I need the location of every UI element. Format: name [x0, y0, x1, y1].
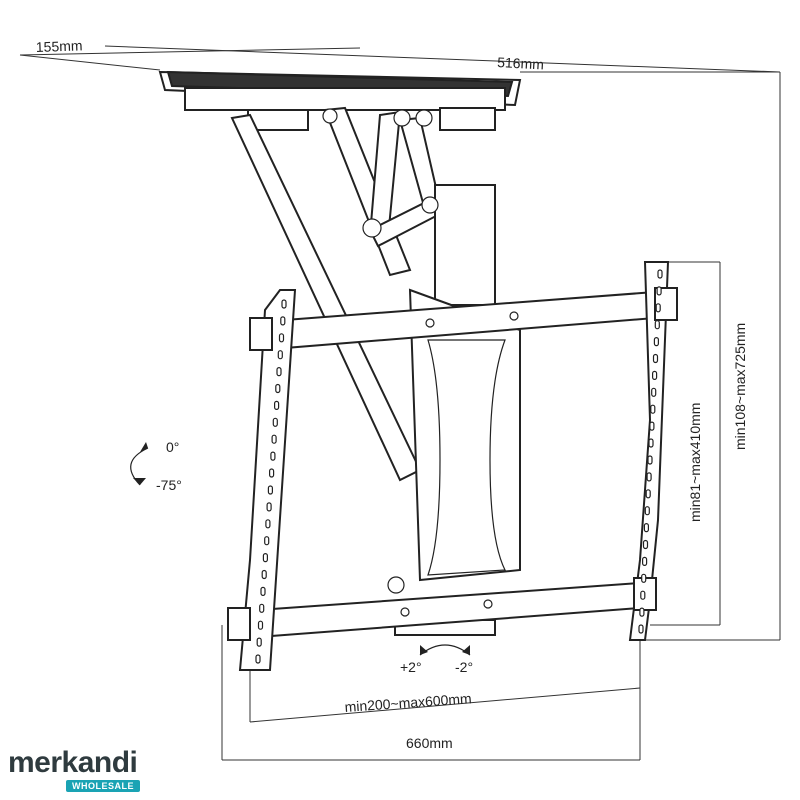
swivel-left-label: +2°: [400, 659, 422, 675]
bracket-hole: [281, 299, 287, 309]
bracket-hole: [259, 603, 265, 613]
bracket-hole: [267, 485, 273, 495]
tilt-down-label: -75°: [156, 477, 182, 493]
dim-top-left: 155mm: [36, 37, 83, 55]
tilt-arrow-icon: [130, 442, 149, 486]
dimension-lines: [19, 45, 781, 761]
bracket-hole: [266, 502, 272, 512]
dim-bottom-outer: 660mm: [406, 735, 453, 751]
dim-right-inner: min81~max410mm: [687, 403, 703, 522]
bracket-hole: [651, 370, 658, 380]
left-bracket: [227, 289, 297, 671]
bracket-hole: [653, 337, 660, 347]
bracket-hole: [647, 455, 653, 465]
bracket-hole: [640, 590, 646, 600]
swivel-arrow-icon: [419, 644, 471, 656]
bracket-hole: [644, 506, 650, 516]
bracket-hole: [654, 320, 660, 330]
bracket-hole: [265, 519, 271, 529]
bracket-hole: [256, 637, 262, 647]
wholesale-badge: WHOLESALE: [66, 780, 140, 792]
bracket-hole: [657, 269, 663, 279]
bracket-hole: [641, 556, 648, 567]
tilt-up-label: 0°: [166, 439, 179, 455]
dim-top-right: 516mm: [497, 54, 544, 72]
bracket-hole: [641, 573, 647, 583]
bracket-hole: [648, 438, 654, 448]
bracket-hole: [278, 333, 285, 343]
bracket-hole: [269, 468, 275, 478]
bracket-hole: [272, 417, 278, 427]
bracket-hole: [646, 472, 652, 482]
merkandi-logo: merkandi: [8, 746, 138, 779]
bracket-hole: [650, 404, 656, 414]
bracket-hole: [655, 303, 661, 313]
bracket-hole: [643, 522, 650, 533]
bracket-hole: [649, 421, 655, 431]
bracket-hole: [276, 367, 282, 377]
bracket-hole: [656, 286, 662, 296]
scissor-arms: [230, 106, 496, 482]
bracket-hole: [264, 536, 270, 546]
bracket-hole: [280, 316, 286, 326]
bracket-hole: [639, 607, 645, 617]
right-bracket: [628, 261, 678, 641]
bracket-hole: [652, 353, 659, 364]
dim-right-outer: min108~max725mm: [732, 323, 748, 450]
bracket-hole: [261, 569, 267, 580]
ceiling-plate: [158, 70, 522, 131]
bracket-hole: [274, 400, 280, 410]
bracket-hole: [257, 620, 264, 630]
bracket-hole: [645, 489, 651, 499]
bracket-hole: [260, 586, 266, 597]
bracket-hole: [255, 654, 261, 664]
swivel-right-label: -2°: [455, 659, 473, 675]
bracket-hole: [642, 539, 649, 550]
bracket-hole: [262, 552, 268, 563]
bracket-hole: [271, 434, 277, 444]
bracket-hole: [638, 624, 644, 634]
bracket-hole: [651, 387, 657, 397]
bracket-hole: [275, 383, 281, 394]
bracket-hole: [270, 451, 276, 461]
dim-bottom-inner: min200~max600mm: [344, 690, 472, 715]
bracket-hole: [277, 350, 283, 360]
